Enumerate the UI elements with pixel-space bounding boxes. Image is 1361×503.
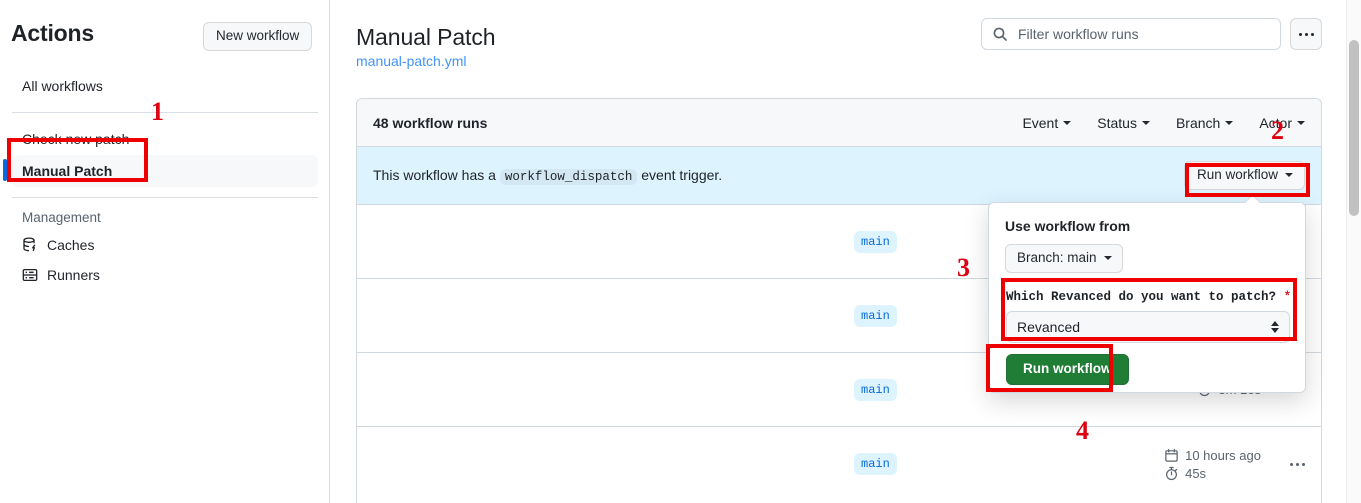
run-timestamp-label: 10 hours ago [1185,447,1261,463]
sidebar-item-caches[interactable]: Caches [12,230,318,260]
filter-branch[interactable]: Branch [1175,114,1234,131]
branch-selector-button[interactable]: Branch: main [1005,244,1123,273]
sidebar-item-caches-label: Caches [47,237,95,253]
server-runner-icon [22,267,38,283]
sidebar-header: Actions New workflow [0,18,330,52]
workflow-runs-header: 48 workflow runs Event Status Branch [357,99,1321,147]
chevron-down-icon [1103,256,1112,260]
select-updown-icon [1271,321,1279,333]
branch-badge[interactable]: main [854,304,897,327]
sidebar-section-management: Management [22,210,101,225]
filter-event-label: Event [1022,114,1059,131]
search-icon [992,26,1008,42]
filter-actor[interactable]: Actor [1259,115,1305,131]
stopwatch-icon [1164,466,1179,481]
run-workflow-dropdown-label: Run workflow [1196,167,1278,182]
annotation-number-4: 4 [1076,416,1089,445]
annotation-number-1: 1 [151,97,164,126]
chevron-down-icon [1225,120,1234,125]
chevron-down-icon [1297,120,1305,125]
sidebar-title: Actions [11,20,94,46]
calendar-icon [1164,448,1179,463]
workflow-dispatch-text: This workflow has a workflow_dispatch ev… [373,165,722,187]
run-meta: 10 hours ago 45s [1164,448,1261,481]
workflow-file-link[interactable]: manual-patch.yml [356,53,467,69]
sidebar-divider-2 [12,197,318,198]
filter-actor-label: Actor [1259,114,1292,131]
table-row[interactable]: main [357,279,1321,353]
workflow-input-label-text: Which Revanced do you want to patch? [1006,290,1277,304]
filter-status[interactable]: Status [1097,115,1150,131]
sidebar-item-all-workflows[interactable]: All workflows [22,78,103,94]
workflow-runs-panel: 48 workflow runs Event Status Branch [356,98,1322,503]
sidebar-item-check-new-patch[interactable]: Check new patch [22,131,130,147]
table-row[interactable]: main [357,205,1321,279]
workflow-input-select[interactable]: Revanced [1006,311,1290,343]
vertical-scrollbar-thumb[interactable] [1349,40,1359,216]
use-workflow-from-label: Use workflow from [1005,218,1131,234]
chevron-down-icon [1063,120,1072,125]
page-title: Manual Patch [356,24,496,50]
row-kebab-button[interactable] [1290,462,1305,466]
filter-branch-label: Branch [1175,114,1221,131]
branch-badge[interactable]: main [854,230,897,253]
page-kebab-button[interactable] [1290,18,1322,50]
filter-workflow-runs-input-wrap[interactable] [981,18,1281,50]
sidebar-item-runners[interactable]: Runners [12,260,318,290]
run-workflow-dropdown-button[interactable]: Run workflow [1183,161,1305,190]
filter-event[interactable]: Event [1022,114,1072,131]
required-marker: * [1283,290,1292,304]
chevron-down-icon [1285,173,1293,177]
kebab-horizontal-icon [1298,32,1314,36]
panel-arrow [1244,195,1260,203]
branch-badge[interactable]: main [854,378,897,401]
chevron-down-icon [1141,120,1150,125]
workflow-input-value: Revanced [1017,319,1081,335]
sidebar-item-manual-patch[interactable]: Manual Patch [3,155,318,187]
run-duration: 45s [1164,466,1261,481]
sidebar: Actions New workflow All workflows Check… [0,0,330,503]
database-cache-icon [22,237,38,253]
dispatch-event-code: workflow_dispatch [499,168,638,185]
search-input[interactable] [1016,25,1270,43]
dispatch-text-before: This workflow has a [373,166,496,183]
sidebar-divider-1 [12,112,318,113]
sidebar-item-runners-label: Runners [47,267,100,283]
table-row[interactable]: main 10 hours ago [357,427,1321,501]
branch-badge[interactable]: main [854,453,897,475]
filter-status-label: Status [1097,114,1137,131]
annotation-number-3: 3 [957,253,970,282]
submit-run-workflow-button[interactable]: Run workflow [1006,354,1129,385]
workflow-dispatch-banner: This workflow has a workflow_dispatch ev… [357,147,1321,205]
run-workflow-dropdown-panel: Use workflow from Branch: main Which Rev… [988,202,1306,393]
new-workflow-button[interactable]: New workflow [203,22,313,51]
workflow-input-label: Which Revanced do you want to patch? * [1006,288,1291,306]
run-duration-label: 45s [1185,465,1207,481]
annotation-number-2: 2 [1271,116,1284,145]
dispatch-text-after: event trigger. [641,166,723,183]
run-timestamp: 10 hours ago [1164,448,1261,463]
workflow-runs-filters: Event Status Branch Actor [1022,115,1305,131]
branch-selector-label: Branch: main [1017,250,1097,265]
vertical-scrollbar[interactable] [1346,0,1361,503]
workflow-runs-count: 48 workflow runs [373,114,488,131]
workflow-nav-list: All workflows Check new patch Manual Pat… [0,70,330,290]
